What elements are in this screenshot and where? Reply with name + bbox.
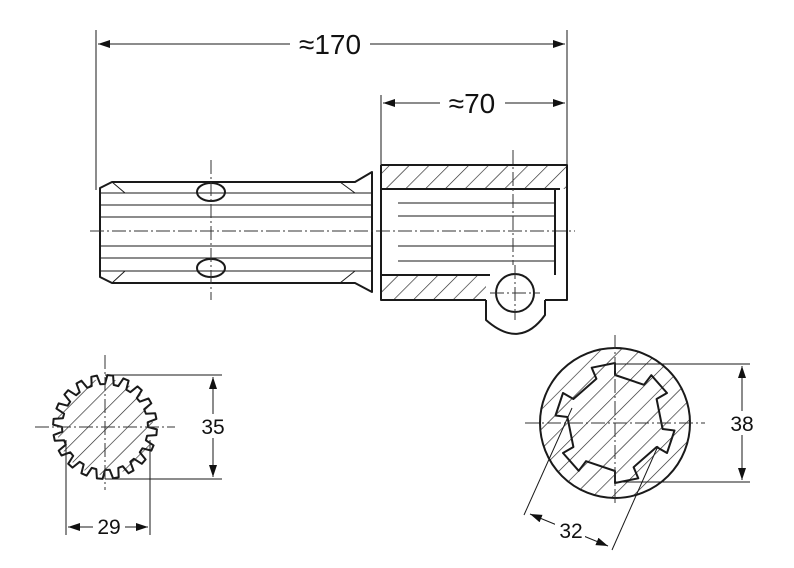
sleeve-length-label: ≈70 xyxy=(449,88,496,119)
dimension-overall-length: ≈170 xyxy=(95,29,568,190)
sleeve-end-view: 38 32 xyxy=(523,335,757,551)
shaft-end-view: 35 29 xyxy=(35,355,228,539)
sleeve-side-section xyxy=(380,150,568,335)
splined-shaft-side-view xyxy=(90,160,575,300)
dimension-sleeve-length: ≈70 xyxy=(380,88,565,170)
shaft-root-diameter-label: 29 xyxy=(97,516,120,539)
sleeve-outer-diameter-label: 38 xyxy=(730,413,753,436)
overall-length-label: ≈170 xyxy=(299,29,361,60)
shaft-outer-diameter-label: 35 xyxy=(201,416,224,439)
sleeve-inner-diameter-label: 32 xyxy=(559,520,582,543)
